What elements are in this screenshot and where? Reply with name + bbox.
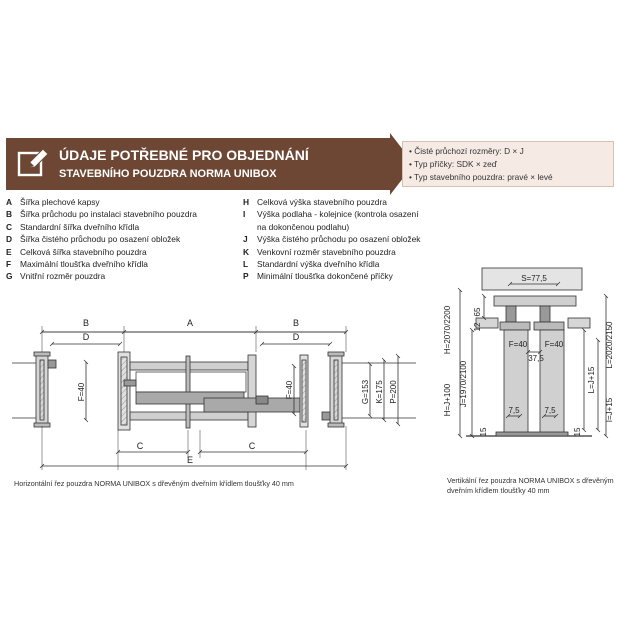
- dim-p: P=200: [389, 380, 398, 404]
- dim-7-5-a: 7,5: [508, 406, 520, 415]
- banner-subtitle: STAVEBNÍHO POUZDRA NORMA UNIBOX: [59, 168, 277, 180]
- dim-12: 12: [473, 322, 482, 331]
- dim-e: E: [187, 455, 193, 465]
- dim-d-left: D: [83, 332, 90, 342]
- dim-l-j: L=J+15: [587, 366, 596, 393]
- dim-15-b: 15: [573, 427, 582, 436]
- info-item: • Čisté průchozí rozměry: D × J: [409, 146, 524, 156]
- dim-65: 65: [473, 307, 482, 316]
- dim-h: H=2070/2200: [443, 305, 452, 354]
- horizontal-caption: Horizontální řez pouzdra NORMA UNIBOX s …: [14, 479, 294, 488]
- legend-item: na dokončenou podlahu): [257, 221, 350, 232]
- vertical-section: [457, 267, 609, 439]
- order-banner: ÚDAJE POTŘEBNÉ PRO OBJEDNÁNÍ STAVEBNÍHO …: [6, 138, 390, 190]
- dim-hj: H=J+100: [443, 383, 452, 416]
- order-info-box: • Čisté průchozí rozměry: D × J • Typ př…: [402, 141, 614, 187]
- dim-7-5-b: 7,5: [544, 406, 556, 415]
- horizontal-section: [12, 326, 416, 470]
- dim-c-left: C: [137, 441, 144, 451]
- dim-b-left: B: [83, 318, 89, 328]
- dim-j: J=1970/2100: [459, 360, 468, 407]
- info-item: • Typ příčky: SDK × zeď: [409, 159, 497, 169]
- dim-a: A: [187, 318, 193, 328]
- pocket-left: [117, 351, 249, 431]
- dim-l: L=2020/2150: [605, 321, 614, 368]
- pocket-right: [203, 354, 309, 428]
- dim-f2: F=40: [545, 340, 564, 349]
- dim-s: S=77,5: [521, 274, 547, 283]
- dim-37-5: 37,5: [528, 354, 544, 363]
- banner-title: ÚDAJE POTŘEBNÉ PRO OBJEDNÁNÍ: [59, 147, 309, 163]
- dim-15-a: 15: [479, 427, 488, 436]
- dim-f-left: F=40: [77, 382, 86, 401]
- info-item: • Typ stavebního pouzdra: pravé × levé: [409, 172, 553, 182]
- pencil-edit-icon: [17, 148, 49, 177]
- dim-d-right: D: [293, 332, 300, 342]
- right-wall: [327, 351, 416, 428]
- dim-b-right: B: [293, 318, 299, 328]
- left-wall: [12, 351, 51, 428]
- vertical-caption: Vertikální řez pouzdra NORMA UNIBOX s dř…: [447, 476, 614, 495]
- dim-i-j: I=J+15: [605, 397, 614, 422]
- dim-f1: F=40: [509, 340, 528, 349]
- dim-k: K=175: [375, 380, 384, 404]
- dim-g: G=153: [361, 379, 370, 404]
- dim-f-right: F=40: [285, 380, 294, 399]
- dim-c-right: C: [249, 441, 256, 451]
